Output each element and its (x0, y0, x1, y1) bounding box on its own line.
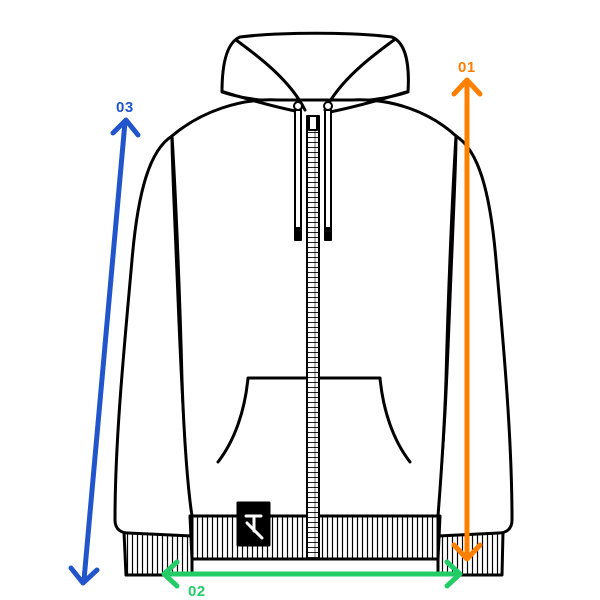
hoodie (113, 31, 514, 577)
measurement-02-label: 02 (188, 583, 206, 600)
right-drawstring-tip (324, 227, 332, 241)
arrowhead-up-icon (110, 117, 141, 138)
measurement-01 (451, 77, 483, 562)
left-eyelet (293, 101, 303, 111)
measurement-03 (68, 117, 141, 586)
drawstrings (293, 101, 333, 241)
arrowhead-left-icon (161, 559, 180, 589)
measurement-02 (161, 559, 463, 589)
zipper-pull (308, 115, 318, 131)
hood-opening-right (323, 38, 396, 112)
measurement-03-label: 03 (116, 99, 134, 116)
arrow-logo-icon (236, 501, 271, 547)
arrowhead-down-icon (68, 565, 100, 586)
zipper (306, 115, 320, 560)
right-eyelet (323, 101, 333, 111)
left-drawstring (294, 109, 302, 229)
left-cuff (122, 530, 194, 577)
hood-fold-right (328, 90, 408, 114)
right-sleeve (436, 134, 514, 538)
hood-opening-left (234, 38, 307, 112)
measurement-01-label: 01 (458, 59, 476, 76)
right-drawstring (324, 109, 332, 229)
hood (220, 31, 410, 104)
left-sleeve (113, 134, 194, 538)
arrowhead-right-icon (444, 559, 463, 589)
arrowhead-down-icon (451, 542, 483, 562)
arrowhead-up-icon (451, 77, 483, 97)
left-drawstring-tip (294, 227, 302, 241)
